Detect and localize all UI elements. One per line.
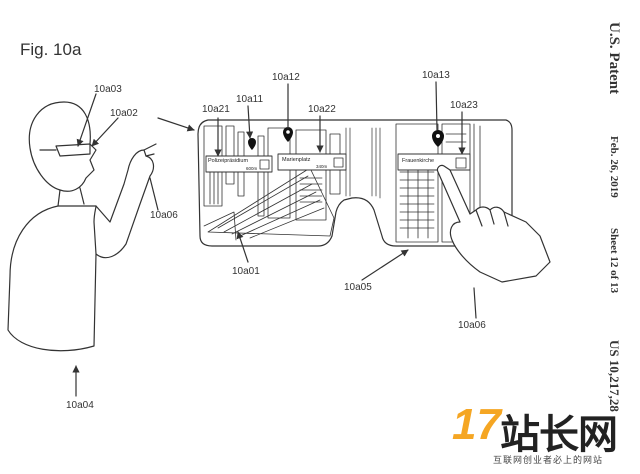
tag-polizei-label: Polizeipräsidium xyxy=(208,158,249,164)
pin-hole-marien xyxy=(286,130,290,134)
tag-frauen-label: Frauenkirche xyxy=(402,158,435,164)
tag-polizei-distance: 600m xyxy=(246,166,258,171)
leader-10a13 xyxy=(435,81,438,131)
label-10a23: 10a23 xyxy=(450,100,478,111)
person-body xyxy=(7,149,155,352)
left-lens-buildings xyxy=(203,125,341,241)
person-head xyxy=(28,101,97,192)
person-finger xyxy=(143,143,157,157)
leader-10a01 xyxy=(236,231,249,263)
pin-hole-frauen xyxy=(436,134,440,138)
tag-frauen-box xyxy=(397,153,471,171)
leader-10a06-left xyxy=(149,177,159,211)
person-arm-inner xyxy=(93,205,97,255)
hand-knuckles xyxy=(475,209,509,227)
label-10a01: 10a01 xyxy=(232,266,260,277)
label-10a02: 10a02 xyxy=(110,108,138,119)
tag-polizei-box xyxy=(205,155,273,173)
label-10a22: 10a22 xyxy=(308,104,336,115)
label-10a06-right: 10a06 xyxy=(458,320,486,331)
leader-10a11 xyxy=(246,105,254,139)
watermark-number: 17 xyxy=(452,400,501,449)
person-glasses xyxy=(39,143,91,157)
arrow-to-view xyxy=(157,117,195,132)
person xyxy=(7,101,157,352)
label-10a11: 10a11 xyxy=(236,94,264,105)
leader-10a06-right xyxy=(473,287,477,319)
label-10a03: 10a03 xyxy=(94,84,122,95)
label-10a12: 10a12 xyxy=(272,72,300,83)
leader-10a03 xyxy=(76,93,97,147)
pin-icon-frauen xyxy=(432,130,444,147)
tag-marien-mini xyxy=(333,157,344,168)
tag-polizei-mini xyxy=(259,159,270,170)
label-10a06-left: 10a06 xyxy=(150,210,178,221)
leader-10a02 xyxy=(91,117,119,147)
tag-marien-label: Marienplatz xyxy=(282,157,311,163)
middle-buildings xyxy=(345,127,381,199)
patent-office: U.S. Patent xyxy=(606,22,622,95)
person-neck xyxy=(57,187,85,207)
tag-frauen-mini xyxy=(455,157,467,169)
watermark-text: 站长网 xyxy=(500,413,618,457)
patent-sheet: Sheet 12 of 13 xyxy=(608,228,620,294)
tag-marien-box xyxy=(277,153,347,171)
pin-icon-polizei xyxy=(248,138,256,150)
watermark-subtitle: 互联网创业者必上的网站 xyxy=(493,455,604,465)
patent-date: Feb. 26, 2019 xyxy=(608,136,620,198)
figure-title: Fig. 10a xyxy=(20,40,82,59)
leader-10a05 xyxy=(361,249,409,281)
label-10a21: 10a21 xyxy=(202,104,230,115)
label-10a05: 10a05 xyxy=(344,282,372,293)
pin-icon-marien xyxy=(283,127,293,142)
tag-marien-distance: 340m xyxy=(316,164,328,169)
label-10a04: 10a04 xyxy=(66,400,94,411)
label-10a13: 10a13 xyxy=(422,70,450,81)
